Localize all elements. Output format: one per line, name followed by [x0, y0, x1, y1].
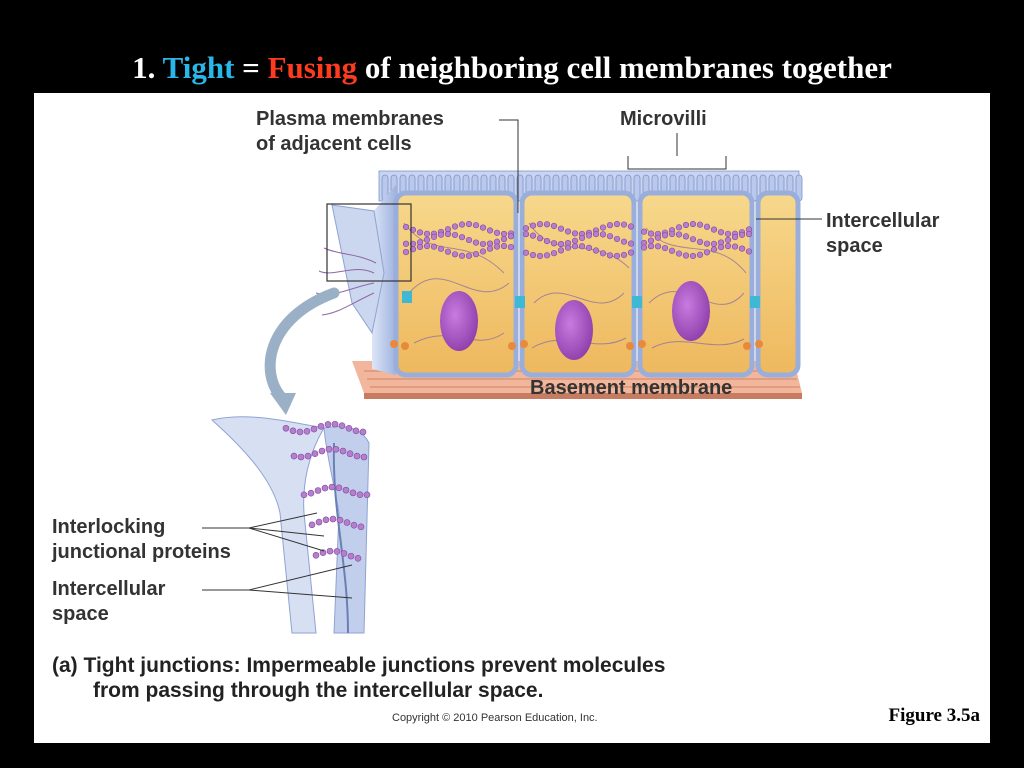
- nucleus-3: [672, 281, 710, 341]
- nucleus-1: [440, 291, 478, 351]
- label-plasma-membranes: Plasma membranes of adjacent cells: [256, 108, 444, 155]
- label-intercellular-space-bottom: Intercellular space: [52, 578, 166, 625]
- label-microvilli: Microvilli: [620, 108, 707, 130]
- figure-caption: (a) Tight junctions: Impermeable junctio…: [52, 653, 665, 703]
- nucleus-2: [555, 300, 593, 360]
- caption-prefix: (a): [52, 654, 78, 677]
- caption-line2: from passing through the intercellular s…: [93, 679, 544, 702]
- copyright-notice: Copyright © 2010 Pearson Education, Inc.: [392, 712, 598, 724]
- title-term: Tight: [162, 50, 235, 85]
- enlarged-tight-junction: [210, 416, 371, 634]
- caption-heading: Tight junctions:: [83, 654, 241, 677]
- slide-title: 1. Tight = Fusing of neighboring cell me…: [0, 50, 1024, 86]
- label-basement-membrane: Basement membrane: [530, 377, 733, 399]
- cell-4-partial: [755, 190, 801, 378]
- desmosome-markers: [390, 340, 763, 350]
- label-interlocking-proteins: Interlocking junctional proteins: [52, 516, 231, 563]
- membrane-flap: [315, 204, 385, 335]
- title-number: 1.: [132, 50, 156, 85]
- zoom-box: [326, 203, 412, 282]
- cut-face: [372, 185, 396, 375]
- leader-lines-top: [499, 119, 822, 220]
- leader-lines-bottom: [202, 512, 353, 599]
- epithelial-cells: [315, 170, 803, 378]
- title-equals: =: [242, 50, 260, 85]
- tight-junction-illustration: [202, 119, 822, 634]
- caption-line1: Impermeable junctions prevent molecules: [246, 654, 666, 677]
- figure-reference: Figure 3.5a: [888, 705, 980, 726]
- junction-markers: [402, 291, 760, 308]
- junction-protein-strands: [402, 220, 753, 260]
- title-verb: Fusing: [267, 50, 358, 85]
- zoom-arrow: [264, 287, 340, 415]
- title-rest: of neighboring cell membranes together: [364, 50, 892, 85]
- figure-panel: Plasma membranes of adjacent cells Micro…: [34, 93, 990, 743]
- label-intercellular-space-top: Intercellular space: [826, 210, 940, 257]
- cell-2: [519, 190, 637, 378]
